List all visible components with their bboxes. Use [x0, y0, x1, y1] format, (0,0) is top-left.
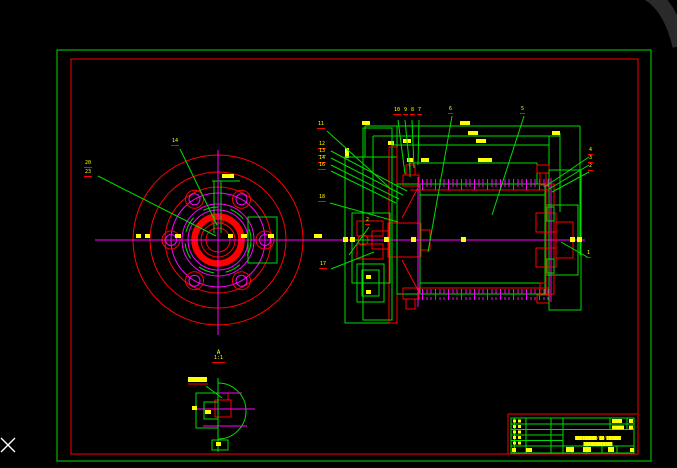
title-block-line2: ████████████: [583, 441, 613, 446]
callout-6[interactable]: 6: [448, 106, 454, 114]
detail-half-disc: [217, 382, 247, 440]
callout-8[interactable]: 8: [410, 107, 416, 115]
left-bearing-assembly: [351, 212, 391, 303]
drawing-frame: [56, 49, 652, 462]
callout-14[interactable]: 14: [318, 155, 327, 163]
title-block: [507, 413, 637, 454]
callout-1[interactable]: 1: [586, 250, 592, 258]
callout-11[interactable]: 11: [317, 121, 326, 129]
cursor-x-icon: [0, 437, 16, 453]
callout-front-20[interactable]: 20: [84, 160, 93, 168]
front-view[interactable]: [95, 148, 345, 335]
callout-3[interactable]: 3: [588, 155, 594, 163]
front-leader-lines: [97, 148, 218, 237]
watermark-arc: [644, 0, 677, 48]
callout-12[interactable]: 12: [318, 141, 327, 149]
callout-17[interactable]: 17: [319, 261, 328, 269]
callout-2[interactable]: 2: [365, 217, 371, 225]
rope-grooves-top: [417, 179, 549, 190]
detail-letter: A: [216, 349, 221, 356]
callout-front-14[interactable]: 14: [171, 138, 180, 146]
callout-5[interactable]: 5: [520, 106, 526, 114]
callout-7[interactable]: 7: [417, 107, 423, 115]
title-block-line1: █████████/██/██████: [575, 436, 621, 440]
callout-18[interactable]: 18: [318, 194, 327, 202]
centerline-marks: [343, 237, 582, 242]
section-dim-marks: [345, 121, 560, 162]
detail-view-label[interactable]: A 1:1: [212, 349, 226, 363]
detail-scale: 1:1: [214, 355, 224, 361]
callout-10[interactable]: 10: [393, 107, 402, 115]
callout-front-23[interactable]: 23: [84, 169, 93, 177]
title-block-marks: [512, 419, 634, 452]
rope-grooves-bottom: [417, 289, 549, 300]
callout-16[interactable]: 16: [318, 162, 327, 170]
callout-13[interactable]: 13: [318, 148, 327, 156]
detail-view-a[interactable]: [188, 377, 255, 452]
callout-leaders: [326, 115, 590, 270]
callout-4[interactable]: 4: [588, 147, 594, 155]
callout-9[interactable]: 9: [403, 107, 409, 115]
detail-dim-mark: [188, 377, 207, 382]
front-dim-marks: [136, 174, 322, 238]
section-view[interactable]: [326, 115, 590, 324]
callout-2b[interactable]: 2: [588, 163, 594, 171]
